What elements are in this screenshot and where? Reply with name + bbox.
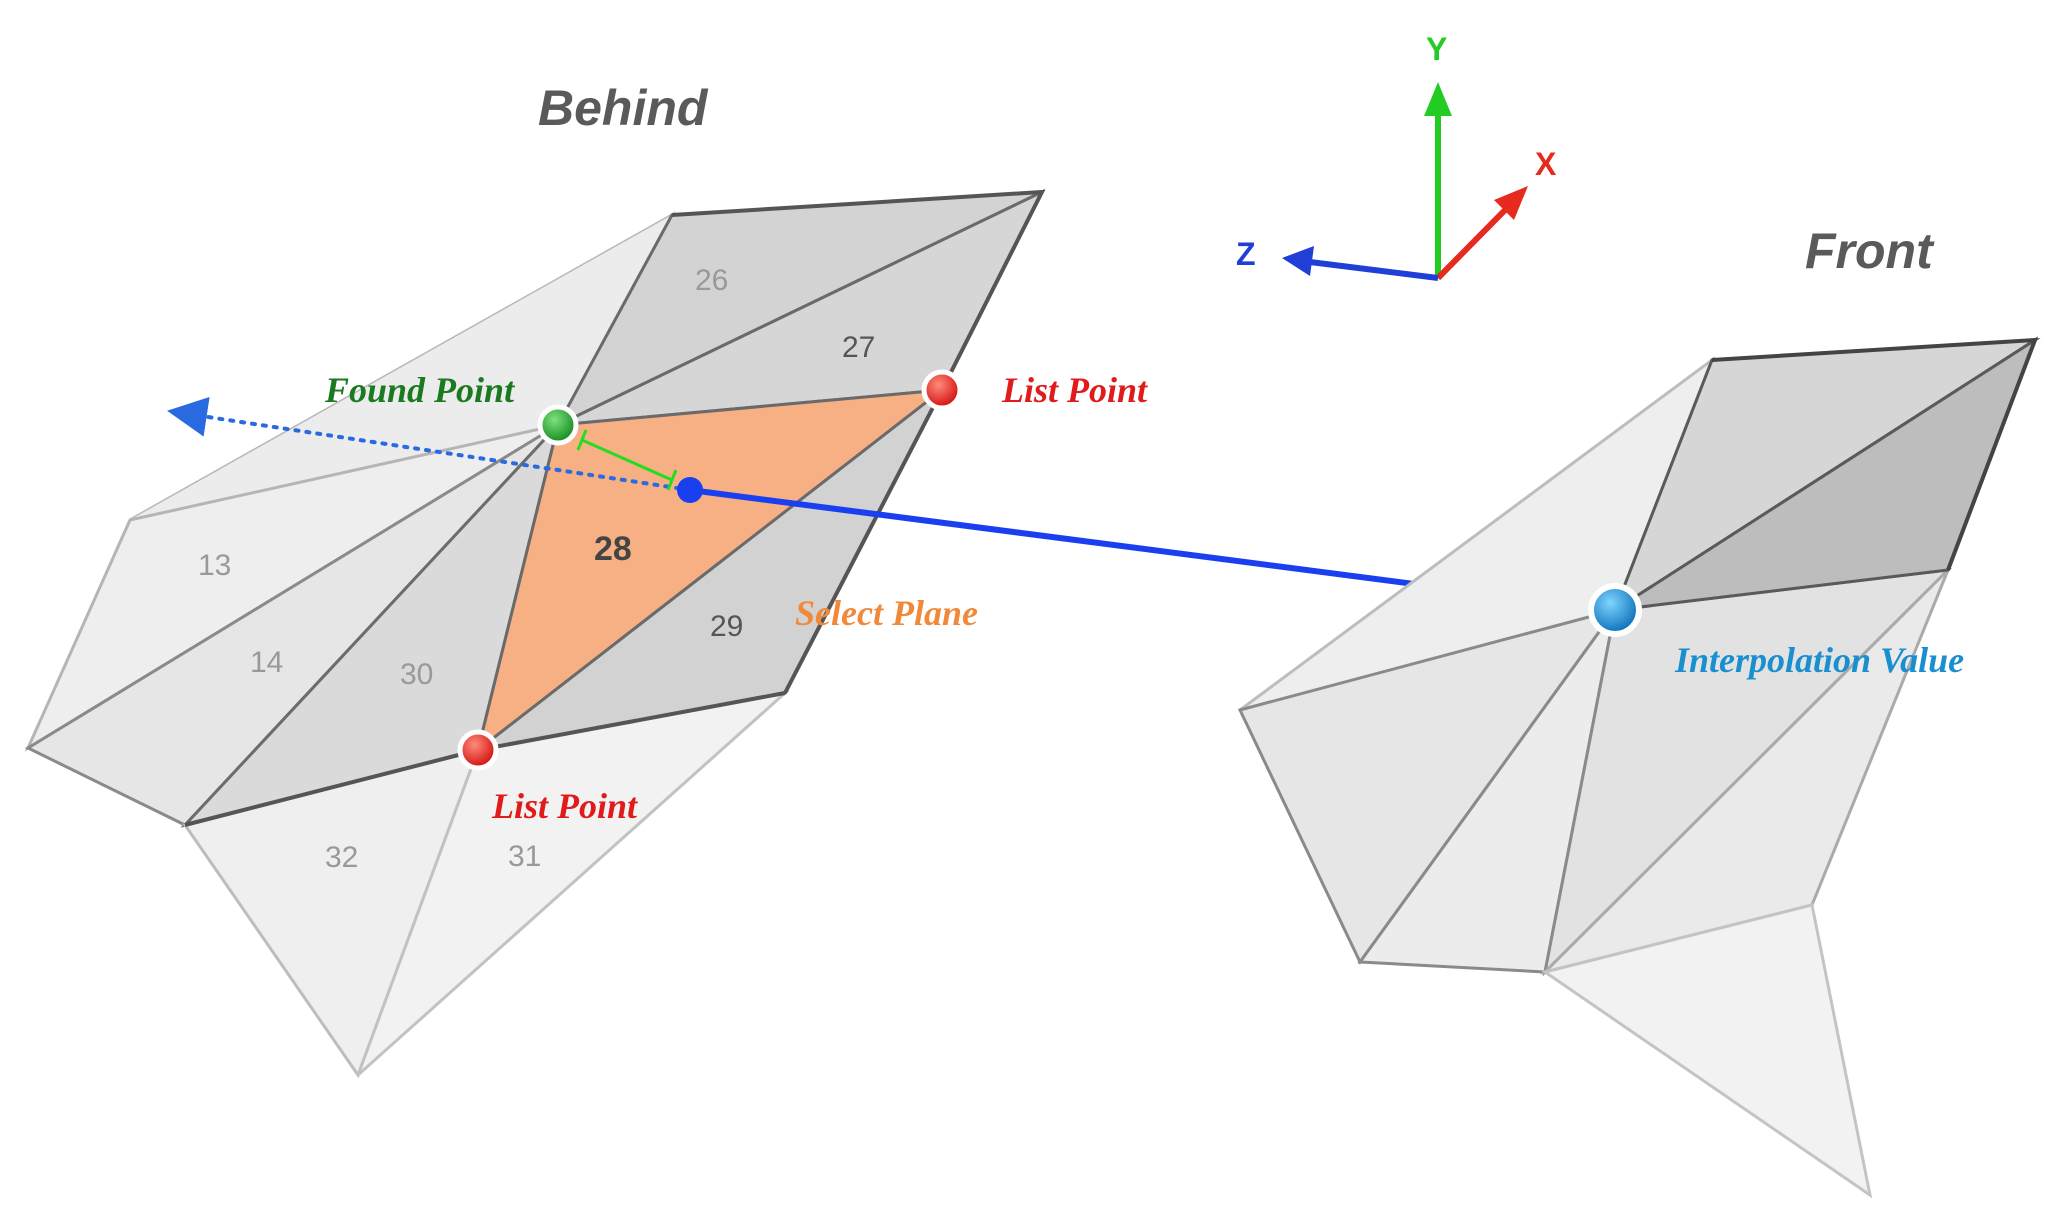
behind-title: Behind: [538, 80, 709, 136]
found-point-marker: [537, 404, 579, 446]
axis-x-arrow: [1494, 186, 1528, 220]
mesh-edge-bottom: [184, 748, 479, 827]
list-point-top-marker: [921, 369, 963, 411]
axis-x-label: X: [1535, 146, 1557, 182]
list-point-bottom-marker: [457, 729, 499, 771]
front-mesh: [1237, 336, 2041, 1199]
interpolation-value-marker: [1588, 583, 1642, 637]
axis-z-label: Z: [1236, 236, 1256, 272]
axis-z-arrow: [1282, 246, 1314, 276]
axis-z-line: [1309, 259, 1439, 281]
face-label-31: 31: [508, 840, 541, 873]
face-label-27: 27: [842, 331, 875, 364]
face-upper-left: [130, 215, 672, 520]
front-face-tail: [1541, 903, 1873, 1199]
list-point-bottom-label: List Point: [491, 786, 638, 826]
select-plane-label: Select Plane: [795, 593, 978, 633]
axis-y-label: Y: [1426, 31, 1447, 67]
axis-gizmo: [1282, 82, 1528, 281]
distance-measure: [581, 438, 673, 482]
face-label-13: 13: [198, 549, 231, 582]
distance-tick-b: [666, 469, 678, 491]
query-point: [677, 477, 703, 503]
ray-dotted-direction: [167, 397, 692, 492]
list-point-top-label: List Point: [1001, 370, 1148, 410]
interpolation-value-label: Interpolation Value: [1674, 640, 1964, 680]
mesh-edge-outer-top: [671, 189, 1046, 694]
mesh-edge-bottom2: [477, 691, 786, 752]
found-point-label: Found Point: [324, 370, 515, 410]
front-title: Front: [1805, 223, 1935, 279]
face-label-30: 30: [400, 658, 433, 691]
face-label-29: 29: [710, 610, 743, 643]
face-label-14: 14: [250, 646, 283, 679]
front-edge-outer: [1711, 337, 2038, 571]
behind-mesh: [24, 188, 1046, 1079]
axis-y-arrow: [1424, 82, 1452, 116]
face-label-26: 26: [695, 264, 728, 297]
axis-x-line: [1435, 202, 1513, 281]
face-label-28: 28: [594, 530, 632, 568]
face-label-32: 32: [325, 841, 358, 874]
distance-tick-a: [576, 429, 588, 451]
